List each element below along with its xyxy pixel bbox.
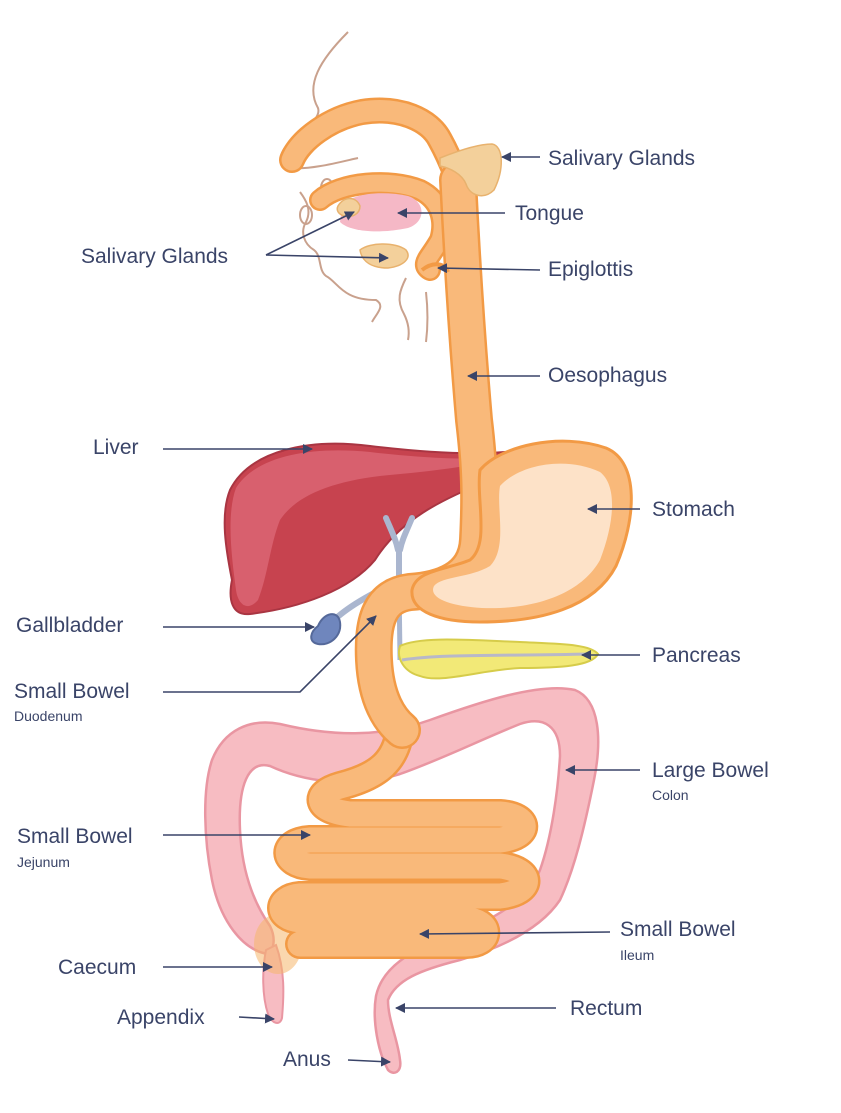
label-salivary-glands-right: Salivary Glands [548, 147, 695, 170]
label-rectum: Rectum [570, 997, 642, 1020]
label-oesophagus: Oesophagus [548, 364, 667, 387]
leader-salivary-left-1 [266, 212, 354, 255]
label-small-bowel-ileum: Small Bowel [620, 918, 736, 941]
label-caecum: Caecum [58, 956, 136, 979]
label-large-bowel: Large Bowel [652, 759, 769, 782]
label-epiglottis: Epiglottis [548, 258, 633, 281]
label-gallbladder: Gallbladder [16, 614, 123, 637]
label-stomach: Stomach [652, 498, 735, 521]
label-small-bowel-duodenum: Small Bowel [14, 680, 130, 703]
label-salivary-glands-left: Salivary Glands [81, 245, 228, 268]
label-liver: Liver [93, 436, 139, 459]
label-small-bowel-jejunum: Small Bowel [17, 825, 133, 848]
sublabel-duodenum: Duodenum [14, 708, 83, 724]
label-pancreas: Pancreas [652, 644, 741, 667]
sublabel-ileum: Ileum [620, 947, 654, 963]
label-appendix: Appendix [117, 1006, 205, 1029]
sublabel-colon: Colon [652, 787, 689, 803]
sublabel-jejunum: Jejunum [17, 854, 70, 870]
label-anus: Anus [283, 1048, 331, 1071]
label-tongue: Tongue [515, 202, 584, 225]
pancreas [399, 640, 598, 679]
